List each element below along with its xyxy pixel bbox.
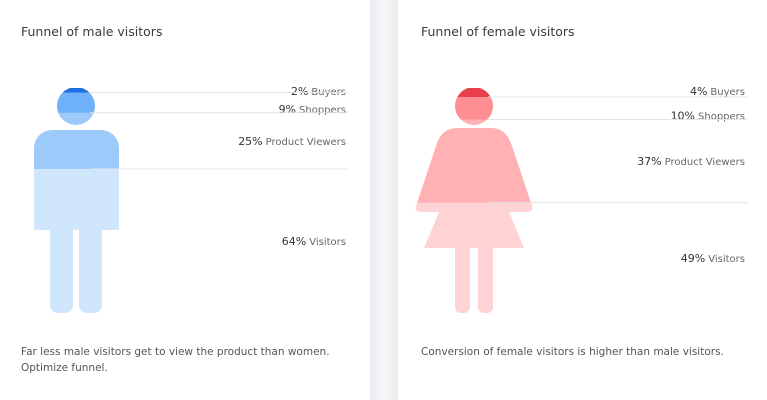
male-funnel-chart: 2%Buyers 9%Shoppers 25%Product Viewers 64%V… (34, 85, 348, 313)
male-label-shoppers: 9%Shoppers (279, 103, 346, 116)
female-band-product-viewers (415, 119, 533, 204)
male-band-visitors (34, 169, 119, 313)
female-label-shoppers: 10%Shoppers (671, 110, 745, 123)
female-chart-title: Funnel of female visitors (421, 24, 575, 39)
male-band-product-viewers (34, 112, 119, 170)
female-band-buyers (415, 88, 533, 98)
female-funnel-card: Funnel of female visitors 4%Buyers 10%Sho… (398, 0, 767, 400)
male-chart-note: Far less male visitors get to view the p… (21, 346, 330, 374)
female-stage-labels: 4%Buyers 10%Shoppers 37%Product Viewers 49%… (637, 85, 745, 265)
male-band-buyers (34, 88, 119, 93)
male-chart-title: Funnel of male visitors (21, 24, 163, 39)
female-label-visitors: 49%Visitors (681, 252, 745, 265)
male-funnel-fill (34, 88, 119, 313)
female-chart-note: Conversion of female visitors is higher … (421, 346, 724, 358)
male-funnel-card: Funnel of male visitors 2%Buyers 9%Shoppe… (0, 0, 370, 400)
male-stage-labels: 2%Buyers 9%Shoppers 25%Product Viewers 64%V… (238, 85, 346, 248)
female-band-visitors (415, 202, 533, 313)
male-label-visitors: 64%Visitors (282, 235, 346, 248)
card-gap (370, 0, 398, 400)
female-label-product-viewers: 37%Product Viewers (637, 155, 745, 168)
male-label-product-viewers: 25%Product Viewers (238, 135, 346, 148)
female-band-shoppers (415, 97, 533, 120)
female-funnel-chart: 4%Buyers 10%Shoppers 37%Product Viewers 49%… (415, 85, 748, 313)
female-label-buyers: 4%Buyers (690, 85, 745, 98)
male-band-shoppers (34, 92, 119, 114)
female-funnel-fill (415, 88, 533, 313)
male-label-buyers: 2%Buyers (291, 85, 346, 98)
